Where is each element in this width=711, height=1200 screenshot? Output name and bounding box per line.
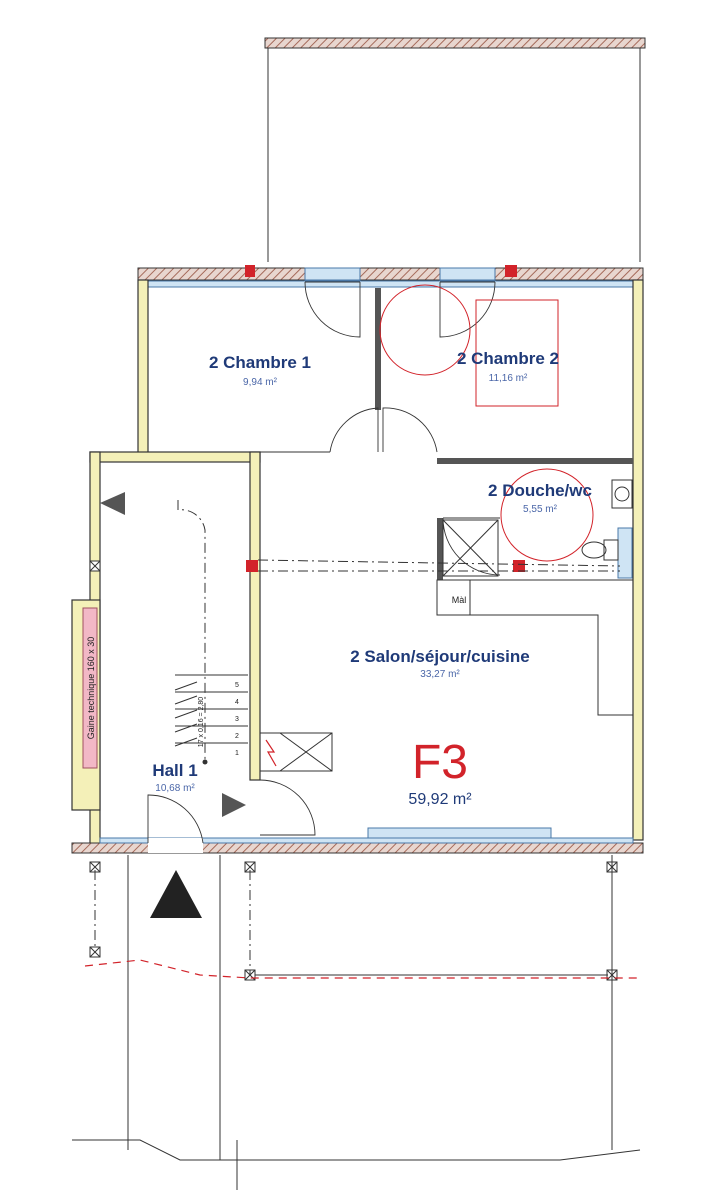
door-chambre2-window — [439, 281, 496, 338]
door-chambre2 — [382, 407, 438, 453]
stair-path — [177, 500, 206, 760]
label-stair-dims: 17 x 0,16 = 2,80 — [198, 697, 205, 748]
bed-outline-chambre2 — [475, 299, 559, 407]
stair-winder — [174, 709, 198, 719]
room-name-chambre2: 2 Chambre 2 — [457, 349, 559, 368]
fixtures — [259, 284, 633, 772]
door-salon — [259, 779, 316, 836]
room-area-salon: 33,27 m² — [420, 669, 460, 680]
lightning-icon — [265, 739, 277, 767]
bottom-insulation-strip — [99, 837, 634, 844]
turning-circle-chambre2 — [379, 284, 471, 376]
red-marker-3 — [246, 560, 258, 572]
stair-steps: 1 2 3 4 5 — [174, 674, 248, 757]
stair-winder — [174, 681, 198, 691]
property-line — [84, 959, 640, 979]
room-area-chambre1: 9,94 m² — [243, 377, 278, 388]
window-chambre2 — [439, 267, 496, 281]
machine-cabinet — [436, 579, 471, 616]
label-gaine-technique: Gaine technique 160 x 30 — [86, 637, 96, 740]
sink-icon — [611, 479, 633, 509]
window-salon — [367, 827, 552, 839]
room-area-hall: 10,68 m² — [155, 783, 195, 794]
exterior-walls — [71, 267, 644, 854]
post-marker-icon — [89, 946, 101, 958]
interior-walls — [148, 288, 633, 781]
room-name-salon: 2 Salon/séjour/cuisine — [350, 647, 530, 666]
staircase: 1 2 3 4 5 — [174, 500, 248, 765]
room-name-hall: Hall 1 — [152, 761, 197, 780]
room-area-chambre2: 11,16 m² — [489, 373, 528, 384]
arrows — [100, 492, 246, 918]
stair-winder — [174, 737, 198, 747]
stair-step-number: 1 — [235, 750, 239, 757]
markers — [245, 265, 621, 572]
stair-step-number: 3 — [235, 716, 239, 723]
post-marker-icon — [89, 560, 101, 572]
gaine-technique — [82, 607, 98, 769]
room-name-chambre1: 2 Chambre 1 — [209, 353, 311, 372]
hall-top-wall — [89, 451, 261, 463]
cabinet-diag-2 — [279, 732, 333, 772]
toilet-tank — [603, 539, 619, 561]
window-chambre1 — [304, 267, 361, 281]
apartment-code: F3 — [412, 736, 468, 789]
right-wall — [632, 279, 644, 841]
label-mal: Màl — [452, 595, 467, 605]
red-marker-1 — [245, 265, 255, 277]
stair-step-number: 2 — [235, 733, 239, 740]
door-chambre1-window — [304, 281, 361, 338]
stair-step-number: 5 — [235, 682, 239, 689]
red-marker-4 — [513, 560, 525, 572]
wall-hall-salon — [249, 451, 261, 781]
shower-diag-2 — [442, 519, 499, 577]
shower-tray — [442, 519, 499, 577]
stair-winder — [174, 695, 198, 705]
turning-circle-douche — [500, 468, 594, 562]
apartment-total-area: 59,92 m² — [408, 791, 472, 808]
stair-winder — [174, 723, 198, 733]
douche-window — [617, 527, 633, 579]
room-name-douche: 2 Douche/wc — [488, 481, 592, 500]
top-facade-wall — [137, 267, 644, 281]
balcony — [264, 37, 646, 262]
labels: 2 Chambre 1 9,94 m² 2 Chambre 2 11,16 m²… — [86, 349, 592, 808]
entrance-opening — [148, 838, 203, 853]
left-wall-chambre1 — [137, 279, 149, 461]
balcony-parapet — [264, 37, 646, 49]
wall-douche-left — [437, 518, 443, 580]
red-marker-2 — [505, 265, 517, 277]
toilet-icon — [581, 541, 607, 559]
wall-chambre1-chambre2 — [375, 288, 381, 410]
axis-line-top — [257, 559, 621, 567]
arrow-left-icon — [100, 492, 125, 515]
top-insulation-strip — [147, 280, 634, 288]
entrance-arrow-icon — [150, 870, 202, 918]
stair-start-dot — [202, 759, 208, 765]
doors — [147, 281, 501, 844]
room-area-douche: 5,55 m² — [523, 504, 558, 515]
door-entrance — [147, 794, 204, 844]
post-marker-icon — [89, 861, 101, 873]
stair-step-number: 4 — [235, 699, 239, 706]
ground-line — [72, 1139, 641, 1161]
exterior-below — [72, 560, 641, 1190]
arrow-right-icon — [222, 793, 246, 817]
sink-bowl — [614, 486, 630, 502]
electrical-cabinet — [259, 732, 333, 772]
door-chambre1 — [329, 407, 379, 453]
wall-chambre2-douche — [437, 458, 633, 464]
